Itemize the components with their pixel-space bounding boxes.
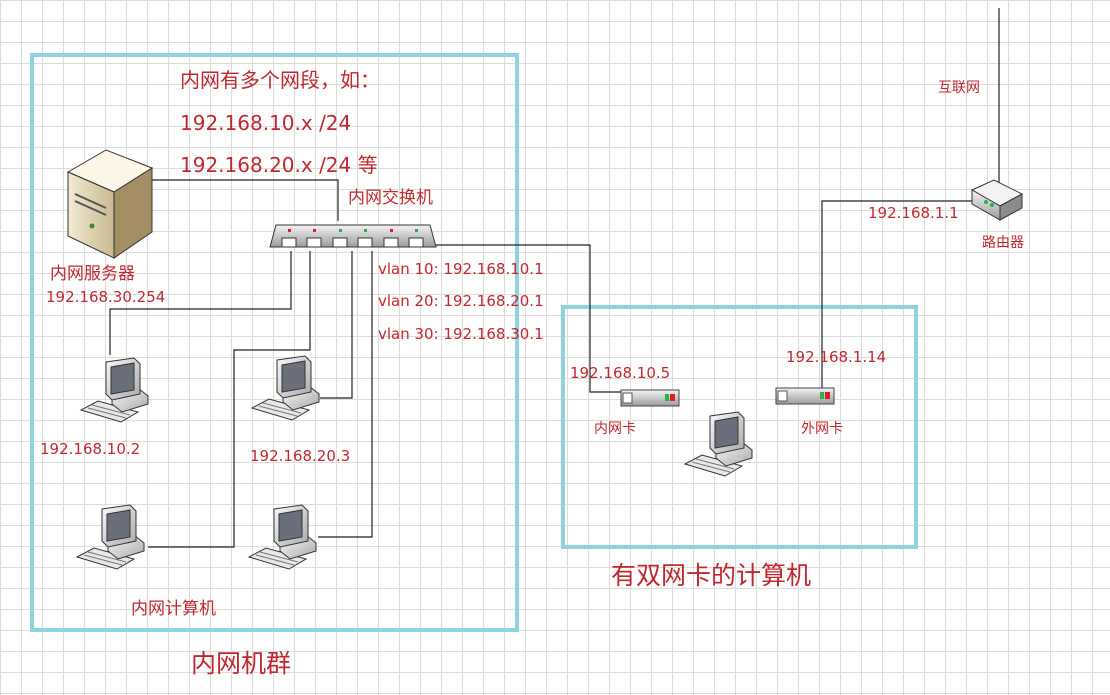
server-to-switch-link xyxy=(150,179,339,221)
internal-pc-group-label: 内网计算机 xyxy=(131,599,216,619)
computer-icon xyxy=(684,411,753,477)
computer-icon xyxy=(251,355,320,421)
vlan-30-label: vlan 30: 192.168.30.1 xyxy=(378,325,544,343)
router-icon xyxy=(970,179,1024,221)
internal-cluster-label: 内网机群 xyxy=(191,649,292,678)
connection-lines xyxy=(109,8,1000,548)
computer-icon xyxy=(76,504,145,570)
outer-nic-label: 外网卡 xyxy=(801,421,843,437)
switch-label: 内网交换机 xyxy=(348,188,433,208)
router-to-outer-nic-link xyxy=(821,200,979,388)
note-line-2: 192.168.10.x /24 xyxy=(180,111,352,135)
dual-nic-box xyxy=(561,305,918,549)
pc-right-bottom-link xyxy=(318,251,373,538)
computer-icon xyxy=(80,357,149,423)
inner-nic-ip: 192.168.10.5 xyxy=(570,364,671,382)
note-line-1: 内网有多个网段，如： xyxy=(180,68,380,92)
inner-network-card-icon xyxy=(620,389,680,407)
note-line-3: 192.168.20.x /24 等 xyxy=(180,153,378,177)
pc-10-2-link xyxy=(109,251,292,355)
vlan-20-label: vlan 20: 192.168.20.1 xyxy=(378,292,544,310)
server-ip: 192.168.30.254 xyxy=(46,288,166,306)
server-label: 内网服务器 xyxy=(50,264,135,284)
server-icon xyxy=(66,149,154,259)
router-label: 路由器 xyxy=(982,235,1024,251)
dual-nic-computer-label: 有双网卡的计算机 xyxy=(611,561,812,590)
vlan-10-label: vlan 10: 192.168.10.1 xyxy=(378,260,544,278)
outer-nic-ip: 192.168.1.14 xyxy=(786,348,887,366)
router-ip: 192.168.1.1 xyxy=(868,204,959,222)
pc-20-3-link xyxy=(320,251,353,399)
internet-label: 互联网 xyxy=(938,80,980,96)
switch-icon xyxy=(269,224,437,248)
internal-cluster-box xyxy=(30,53,519,632)
pc-ip-label: 192.168.20.3 xyxy=(250,447,351,465)
inner-nic-label: 内网卡 xyxy=(594,421,636,437)
computer-icon xyxy=(248,504,317,570)
pc-left-bottom-link xyxy=(148,251,311,548)
switch-to-inner-nic-link xyxy=(436,244,624,393)
outer-network-card-icon xyxy=(775,387,835,405)
pc-ip-label: 192.168.10.2 xyxy=(40,440,141,458)
